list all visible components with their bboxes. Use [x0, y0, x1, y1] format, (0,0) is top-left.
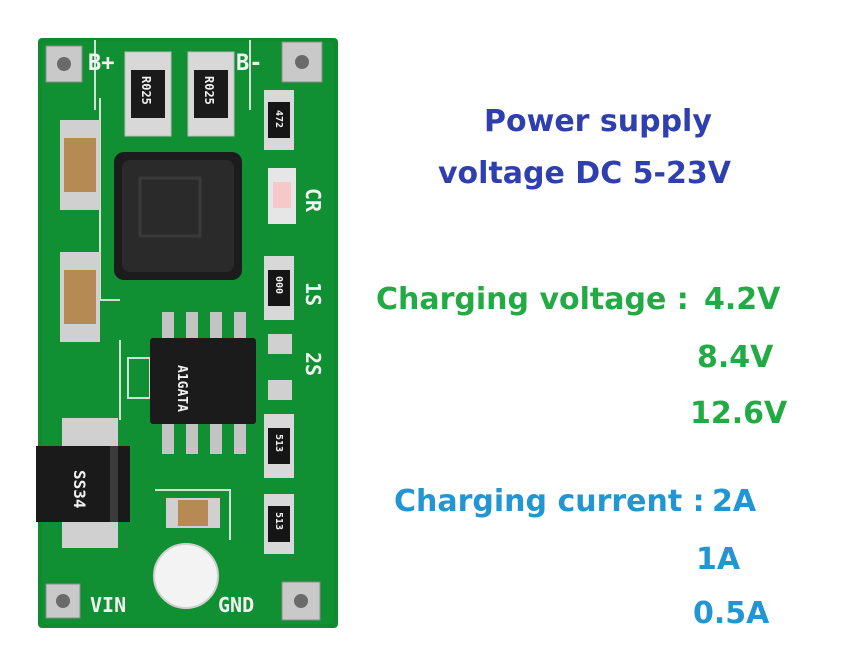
cr-label: CR	[301, 188, 325, 213]
shunt-resistor-2: R025	[187, 51, 235, 137]
current-value-1: 2A	[712, 484, 757, 519]
mounting-hole	[153, 543, 219, 609]
1s-label: 1S	[301, 282, 325, 306]
schottky-diode-label: SS34	[70, 470, 89, 509]
shunt-resistor-1-label: R025	[139, 76, 153, 105]
resistor-513-b: 513	[264, 494, 294, 554]
capacitor-left-bottom	[60, 252, 100, 342]
b-minus-label: B-	[236, 51, 263, 76]
shunt-resistor-2-label: R025	[202, 76, 216, 105]
resistor-000-label: 000	[273, 276, 284, 294]
resistor-472-label: 472	[273, 110, 284, 128]
power-inductor	[114, 152, 242, 280]
charger-ic-label: A1GATA	[174, 365, 189, 412]
pcb-photo: R025 R025 B+ B- 472	[0, 0, 360, 668]
charge-led	[268, 168, 296, 224]
current-label: Charging current :	[394, 484, 705, 519]
resistor-472: 472	[264, 90, 294, 150]
shunt-resistor-1: R025	[124, 51, 172, 137]
b-plus-label: B+	[88, 51, 115, 76]
corner-pad-top-right	[281, 41, 323, 83]
current-value-3: 0.5A	[693, 596, 770, 631]
voltage-value-1: 4.2V	[704, 282, 781, 317]
gnd-label: GND	[218, 593, 254, 617]
schottky-diode: SS34	[36, 418, 130, 548]
corner-pad-bottom-left	[45, 583, 81, 619]
current-value-2: 1A	[696, 542, 741, 577]
capacitor-left-top	[60, 120, 100, 210]
charger-ic: A1GATA	[150, 312, 256, 454]
corner-pad-top-left	[45, 45, 83, 83]
supply-line-2: voltage DC 5-23V	[438, 156, 731, 191]
resistor-513-a-label: 513	[273, 434, 284, 452]
supply-line-1: Power supply	[484, 104, 712, 139]
voltage-label: Charging voltage :	[376, 282, 689, 317]
capacitor-bottom	[166, 498, 220, 528]
jumper-pads-2s	[268, 334, 292, 400]
voltage-value-2: 8.4V	[697, 340, 774, 375]
2s-label: 2S	[301, 352, 325, 376]
corner-pad-bottom-right	[281, 581, 321, 621]
voltage-value-3: 12.6V	[690, 396, 788, 431]
resistor-513-b-label: 513	[273, 512, 284, 530]
vin-label: VIN	[90, 593, 126, 617]
pcb-board: R025 R025 B+ B- 472	[36, 38, 338, 628]
resistor-000: 000	[264, 256, 294, 320]
resistor-513-a: 513	[264, 414, 294, 478]
